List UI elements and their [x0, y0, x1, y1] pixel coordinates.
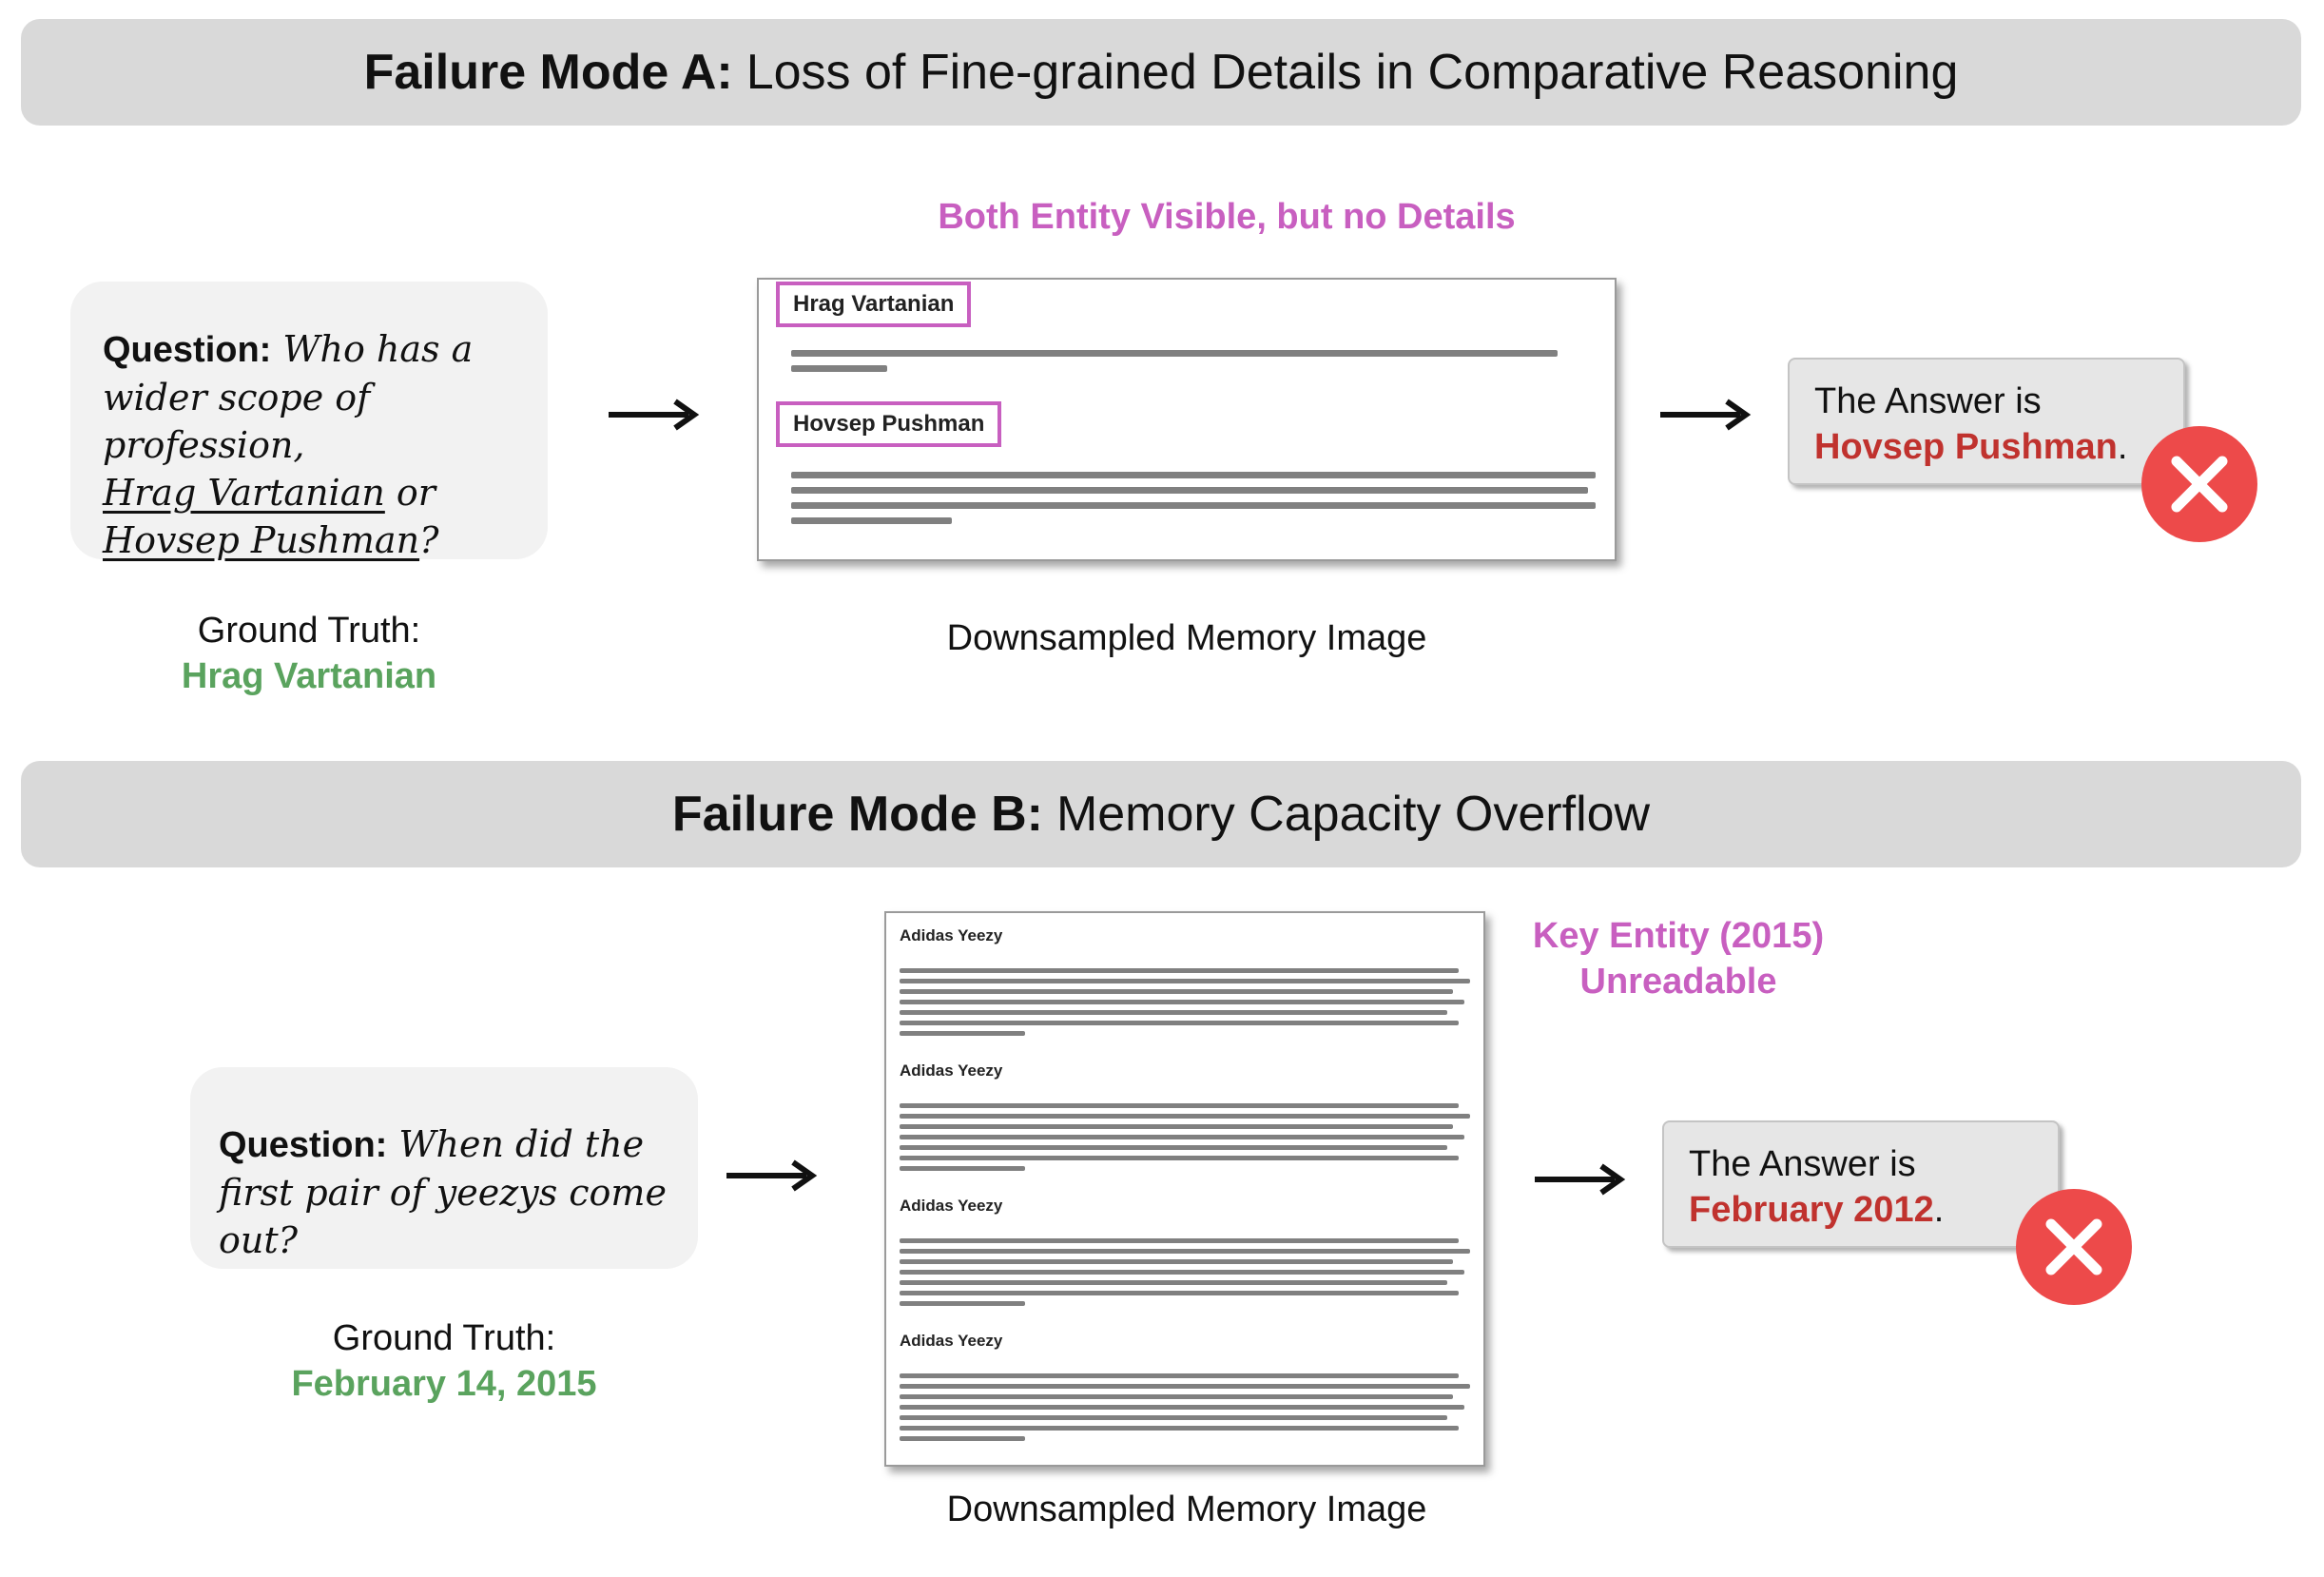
doc-entity-box-1: Hrag Vartanian [776, 282, 972, 327]
doc-entity-box-2: Hovsep Pushman [776, 401, 1002, 447]
key-entity-note-line2: Unreadable [1579, 962, 1777, 1002]
ground-truth-value-b: February 14, 2015 [291, 1364, 597, 1404]
memory-image-a: Hrag Vartanian Hovsep Pushman [757, 278, 1617, 561]
answer-prefix: The Answer is [1814, 381, 2042, 421]
question-label: Question: [103, 330, 272, 370]
answer-period: . [2117, 427, 2128, 467]
arrow-right-icon [1660, 399, 1752, 431]
failure-mode-a-banner: Failure Mode A: Loss of Fine-grained Det… [21, 19, 2301, 126]
arrow-right-icon [609, 399, 700, 431]
doc-section-title: Adidas Yeezy [900, 1061, 1003, 1080]
question-box-a: Question: Who has a wider scope of profe… [70, 282, 548, 561]
answer-box-a: The Answer is Hovsep Pushman. [1788, 358, 2185, 485]
blurred-text-block [900, 1238, 1470, 1312]
key-entity-note-line1: Key Entity (2015) [1532, 916, 1825, 956]
doc-section-title: Adidas Yeezy [900, 1197, 1003, 1215]
failure-mode-b-banner: Failure Mode B: Memory Capacity Overflow [21, 761, 2301, 867]
ground-truth-value-a: Hrag Vartanian [181, 656, 437, 696]
question-entity-1: Hrag Vartanian [103, 472, 385, 514]
answer-box-b: The Answer is February 2012. [1662, 1120, 2060, 1248]
doc-section-title: Adidas Yeezy [900, 1332, 1003, 1350]
doc-section-title: Adidas Yeezy [900, 926, 1003, 944]
question-text: Who has a wider scope of profession, [103, 328, 474, 466]
answer-value: Hovsep Pushman [1814, 427, 2118, 467]
answer-prefix: The Answer is [1689, 1144, 1916, 1184]
banner-b-title: Memory Capacity Overflow [1055, 787, 1651, 842]
memory-caption-b: Downsampled Memory Image [946, 1489, 1427, 1529]
entity-visible-note: Both Entity Visible, but no Details [938, 197, 1516, 237]
blurred-text-block [791, 350, 1590, 380]
answer-value: February 2012 [1689, 1190, 1934, 1230]
memory-image-b: Adidas Yeezy Adidas Yeezy Adidas Yeezy A… [884, 911, 1485, 1467]
key-entity-note: Key Entity (2015) Unreadable [1483, 913, 1873, 1004]
blurred-text-block [791, 472, 1596, 533]
banner-a-title: Loss of Fine-grained Details in Comparat… [746, 45, 1959, 100]
answer-period: . [1933, 1190, 1945, 1230]
arrow-right-icon [1535, 1163, 1626, 1196]
question-label: Question: [219, 1125, 388, 1165]
question-box-b: Question: When did the first pair of yee… [190, 1067, 698, 1269]
banner-a-bold: Failure Mode A: [363, 45, 733, 100]
blurred-text-block [900, 1103, 1470, 1177]
banner-b-bold: Failure Mode B: [671, 787, 1043, 842]
arrow-right-icon [726, 1159, 818, 1192]
blurred-text-block [900, 968, 1470, 1042]
question-or: or [396, 472, 436, 514]
question-text-line2: first pair of yeezys come out? [219, 1172, 667, 1261]
x-mark-icon [2016, 1189, 2132, 1305]
blurred-text-block [900, 1373, 1470, 1447]
x-mark-icon [2141, 426, 2257, 542]
ground-truth-label-a: Ground Truth: [197, 611, 421, 651]
question-mark: ? [419, 519, 439, 561]
question-text: When did the [398, 1123, 645, 1165]
memory-caption-a: Downsampled Memory Image [946, 618, 1427, 658]
question-entity-2: Hovsep Pushman [103, 519, 420, 561]
ground-truth-label-b: Ground Truth: [332, 1318, 556, 1358]
